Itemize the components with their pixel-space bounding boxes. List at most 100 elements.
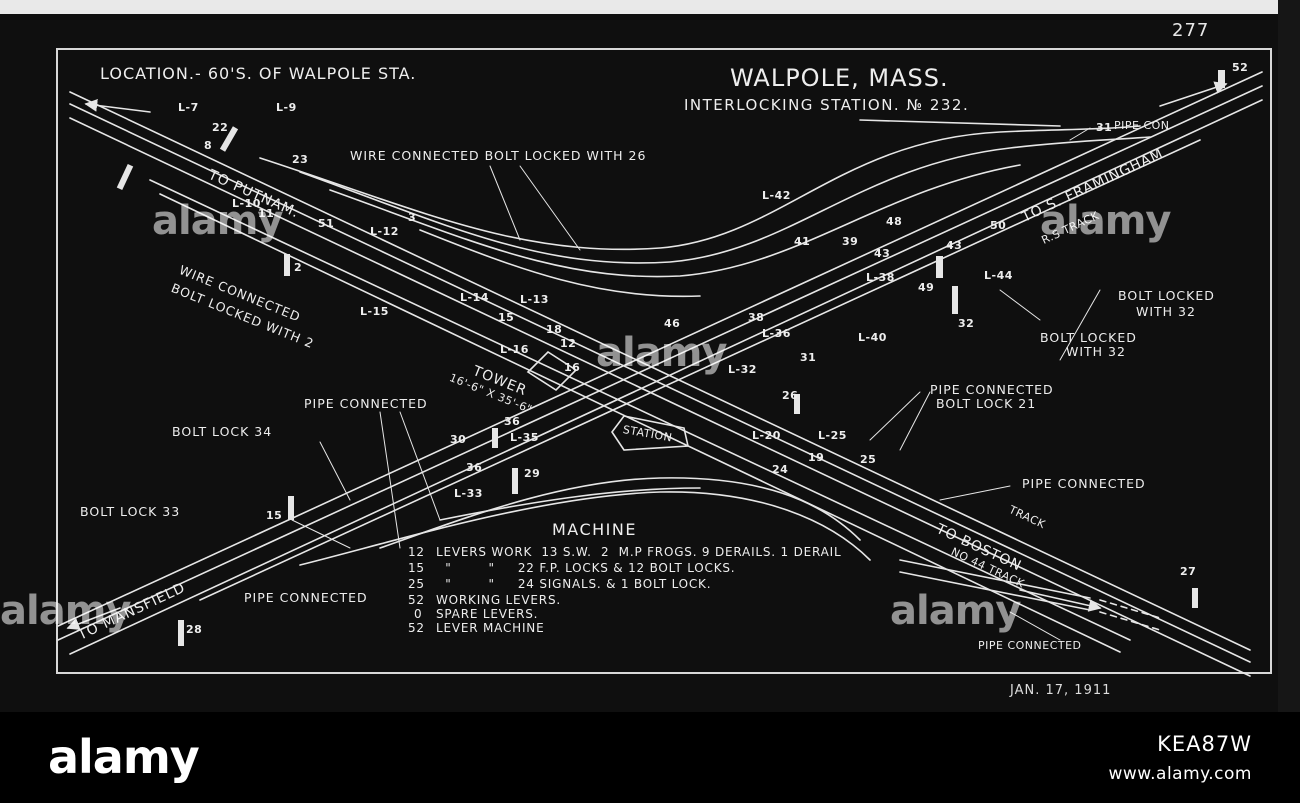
location-label: LOCATION.- 60'S. OF WALPOLE STA.: [100, 64, 417, 83]
lever-label: 3: [408, 211, 417, 224]
lever-label: 36: [504, 415, 521, 428]
track-nw-se-4: [149, 179, 1131, 641]
leader: [379, 411, 401, 549]
arrow-mansfield: [66, 607, 121, 630]
watermark: alamy: [152, 198, 283, 244]
machine-row-text: " " 24 SIGNALS. & 1 BOLT LOCK.: [436, 577, 712, 591]
drawing-border: [56, 48, 1272, 674]
leader: [319, 441, 351, 501]
lever-label: L-15: [360, 305, 389, 318]
lever-label: L-32: [728, 363, 757, 376]
machine-row-count: 52: [408, 593, 425, 607]
lever-label: 43: [946, 239, 963, 252]
lever-label: 23: [292, 153, 309, 166]
blueprint-sheet: 277 LOCATION.- 60'S. OF WALPOLE STA. WAL…: [0, 0, 1300, 712]
lever-label: 28: [186, 623, 203, 636]
track-nw-se-5: [159, 193, 1121, 653]
annotation-bolt-locked-b: BOLT LOCKED: [1040, 330, 1137, 345]
leader: [1069, 127, 1091, 141]
lever-label: L-35: [510, 431, 539, 444]
lever-label: 39: [842, 235, 859, 248]
lever-label: L-38: [866, 271, 895, 284]
lever-label: L-7: [178, 101, 199, 114]
siding-4: [1099, 611, 1161, 631]
signal-post: [288, 496, 294, 520]
lever-label: 12: [560, 337, 577, 350]
machine-row-count: 15: [408, 561, 425, 575]
annotation-with-32-a: WITH 32: [1136, 304, 1196, 319]
leader: [1009, 611, 1061, 641]
annotation-bolt-locked-a: BOLT LOCKED: [1118, 288, 1215, 303]
curve-upper-3: [329, 164, 1021, 278]
watermark: alamy: [890, 588, 1021, 634]
curve-lower-2: [299, 491, 871, 566]
curve-lower-3: [439, 487, 701, 521]
track-nw-se-3: [69, 117, 1251, 677]
footer-site: www.alamy.com: [1108, 764, 1252, 784]
signal-post: [512, 468, 518, 494]
lever-label: 26: [782, 389, 799, 402]
track-sw-ne-3: [69, 99, 1263, 655]
annotation-bolt-lock-33: BOLT LOCK 33: [80, 504, 181, 519]
lever-label: 18: [546, 323, 563, 336]
lever-label: 15: [498, 311, 515, 324]
annotation-pipe-connected-21: PIPE CONNECTED: [930, 382, 1054, 397]
diagram-title: WALPOLE, MASS.: [730, 64, 949, 92]
annotation-with-32-b: WITH 32: [1066, 344, 1126, 359]
watermark: alamy: [1040, 198, 1171, 244]
machine-row-count: 25: [408, 577, 425, 591]
signal-post: [284, 254, 290, 276]
leader: [1059, 289, 1101, 361]
watermark: alamy: [0, 588, 131, 634]
siding-5: [859, 119, 1061, 127]
arrow-framingham: [1159, 81, 1228, 107]
lever-label: 2: [294, 261, 303, 274]
annotation-pipe-connected-bottom-left: PIPE CONNECTED: [244, 590, 368, 605]
station-building: [611, 415, 689, 451]
signal-post: [794, 394, 800, 414]
lever-label: L-44: [984, 269, 1013, 282]
lever-label: L-20: [752, 429, 781, 442]
machine-row-count: 52: [408, 621, 425, 635]
leader: [869, 391, 921, 441]
annotation-bolt-lock-34: BOLT LOCK 34: [172, 424, 273, 439]
page-number: 277: [1172, 20, 1210, 41]
curve-upper-2: [299, 136, 1151, 264]
annotation-bolt-lock-21: BOLT LOCK 21: [936, 396, 1037, 411]
annotation-pipe-connected-right: PIPE CONNECTED: [1022, 476, 1146, 491]
lever-label: 52: [1232, 61, 1249, 74]
arrow-boston: [1019, 589, 1102, 612]
annotation-pipe-connected-center: PIPE CONNECTED: [304, 396, 428, 411]
lever-label: L-9: [276, 101, 297, 114]
machine-row-text: " " 22 F.P. LOCKS & 12 BOLT LOCKS.: [436, 561, 736, 575]
leader: [939, 485, 1011, 501]
lever-label: 29: [524, 467, 541, 480]
lever-label: L-16: [500, 343, 529, 356]
siding-1: [899, 559, 1091, 599]
machine-row-text: LEVERS WORK 13 S.W. 2 M.P FROGS. 9 DERAI…: [436, 545, 842, 559]
lever-label: 11: [258, 207, 275, 220]
lever-label: 25: [860, 453, 877, 466]
watermark: alamy: [596, 330, 727, 376]
track-plan: [57, 70, 1263, 677]
leader: [999, 289, 1041, 321]
lever-label: 31: [1096, 121, 1113, 134]
signal-post: [952, 286, 958, 314]
lever-label: L-36: [762, 327, 791, 340]
track-sw-ne-4: [199, 139, 1201, 601]
track-nw-se-2: [69, 103, 1251, 663]
lever-label: L-42: [762, 189, 791, 202]
lever-label: 24: [772, 463, 789, 476]
lever-label: 46: [664, 317, 681, 330]
lever-label: 32: [958, 317, 975, 330]
machine-row-count: 12: [408, 545, 425, 559]
lever-label: 48: [886, 215, 903, 228]
machine-title: MACHINE: [552, 520, 637, 539]
signal-post: [492, 428, 498, 448]
lever-label: 8: [204, 139, 213, 152]
lever-label: 51: [318, 217, 335, 230]
lever-label: 30: [450, 433, 467, 446]
annotation-pipe-con: PIPE CON: [1114, 119, 1170, 132]
lever-label: 50: [990, 219, 1007, 232]
signal-post: [1218, 70, 1225, 88]
